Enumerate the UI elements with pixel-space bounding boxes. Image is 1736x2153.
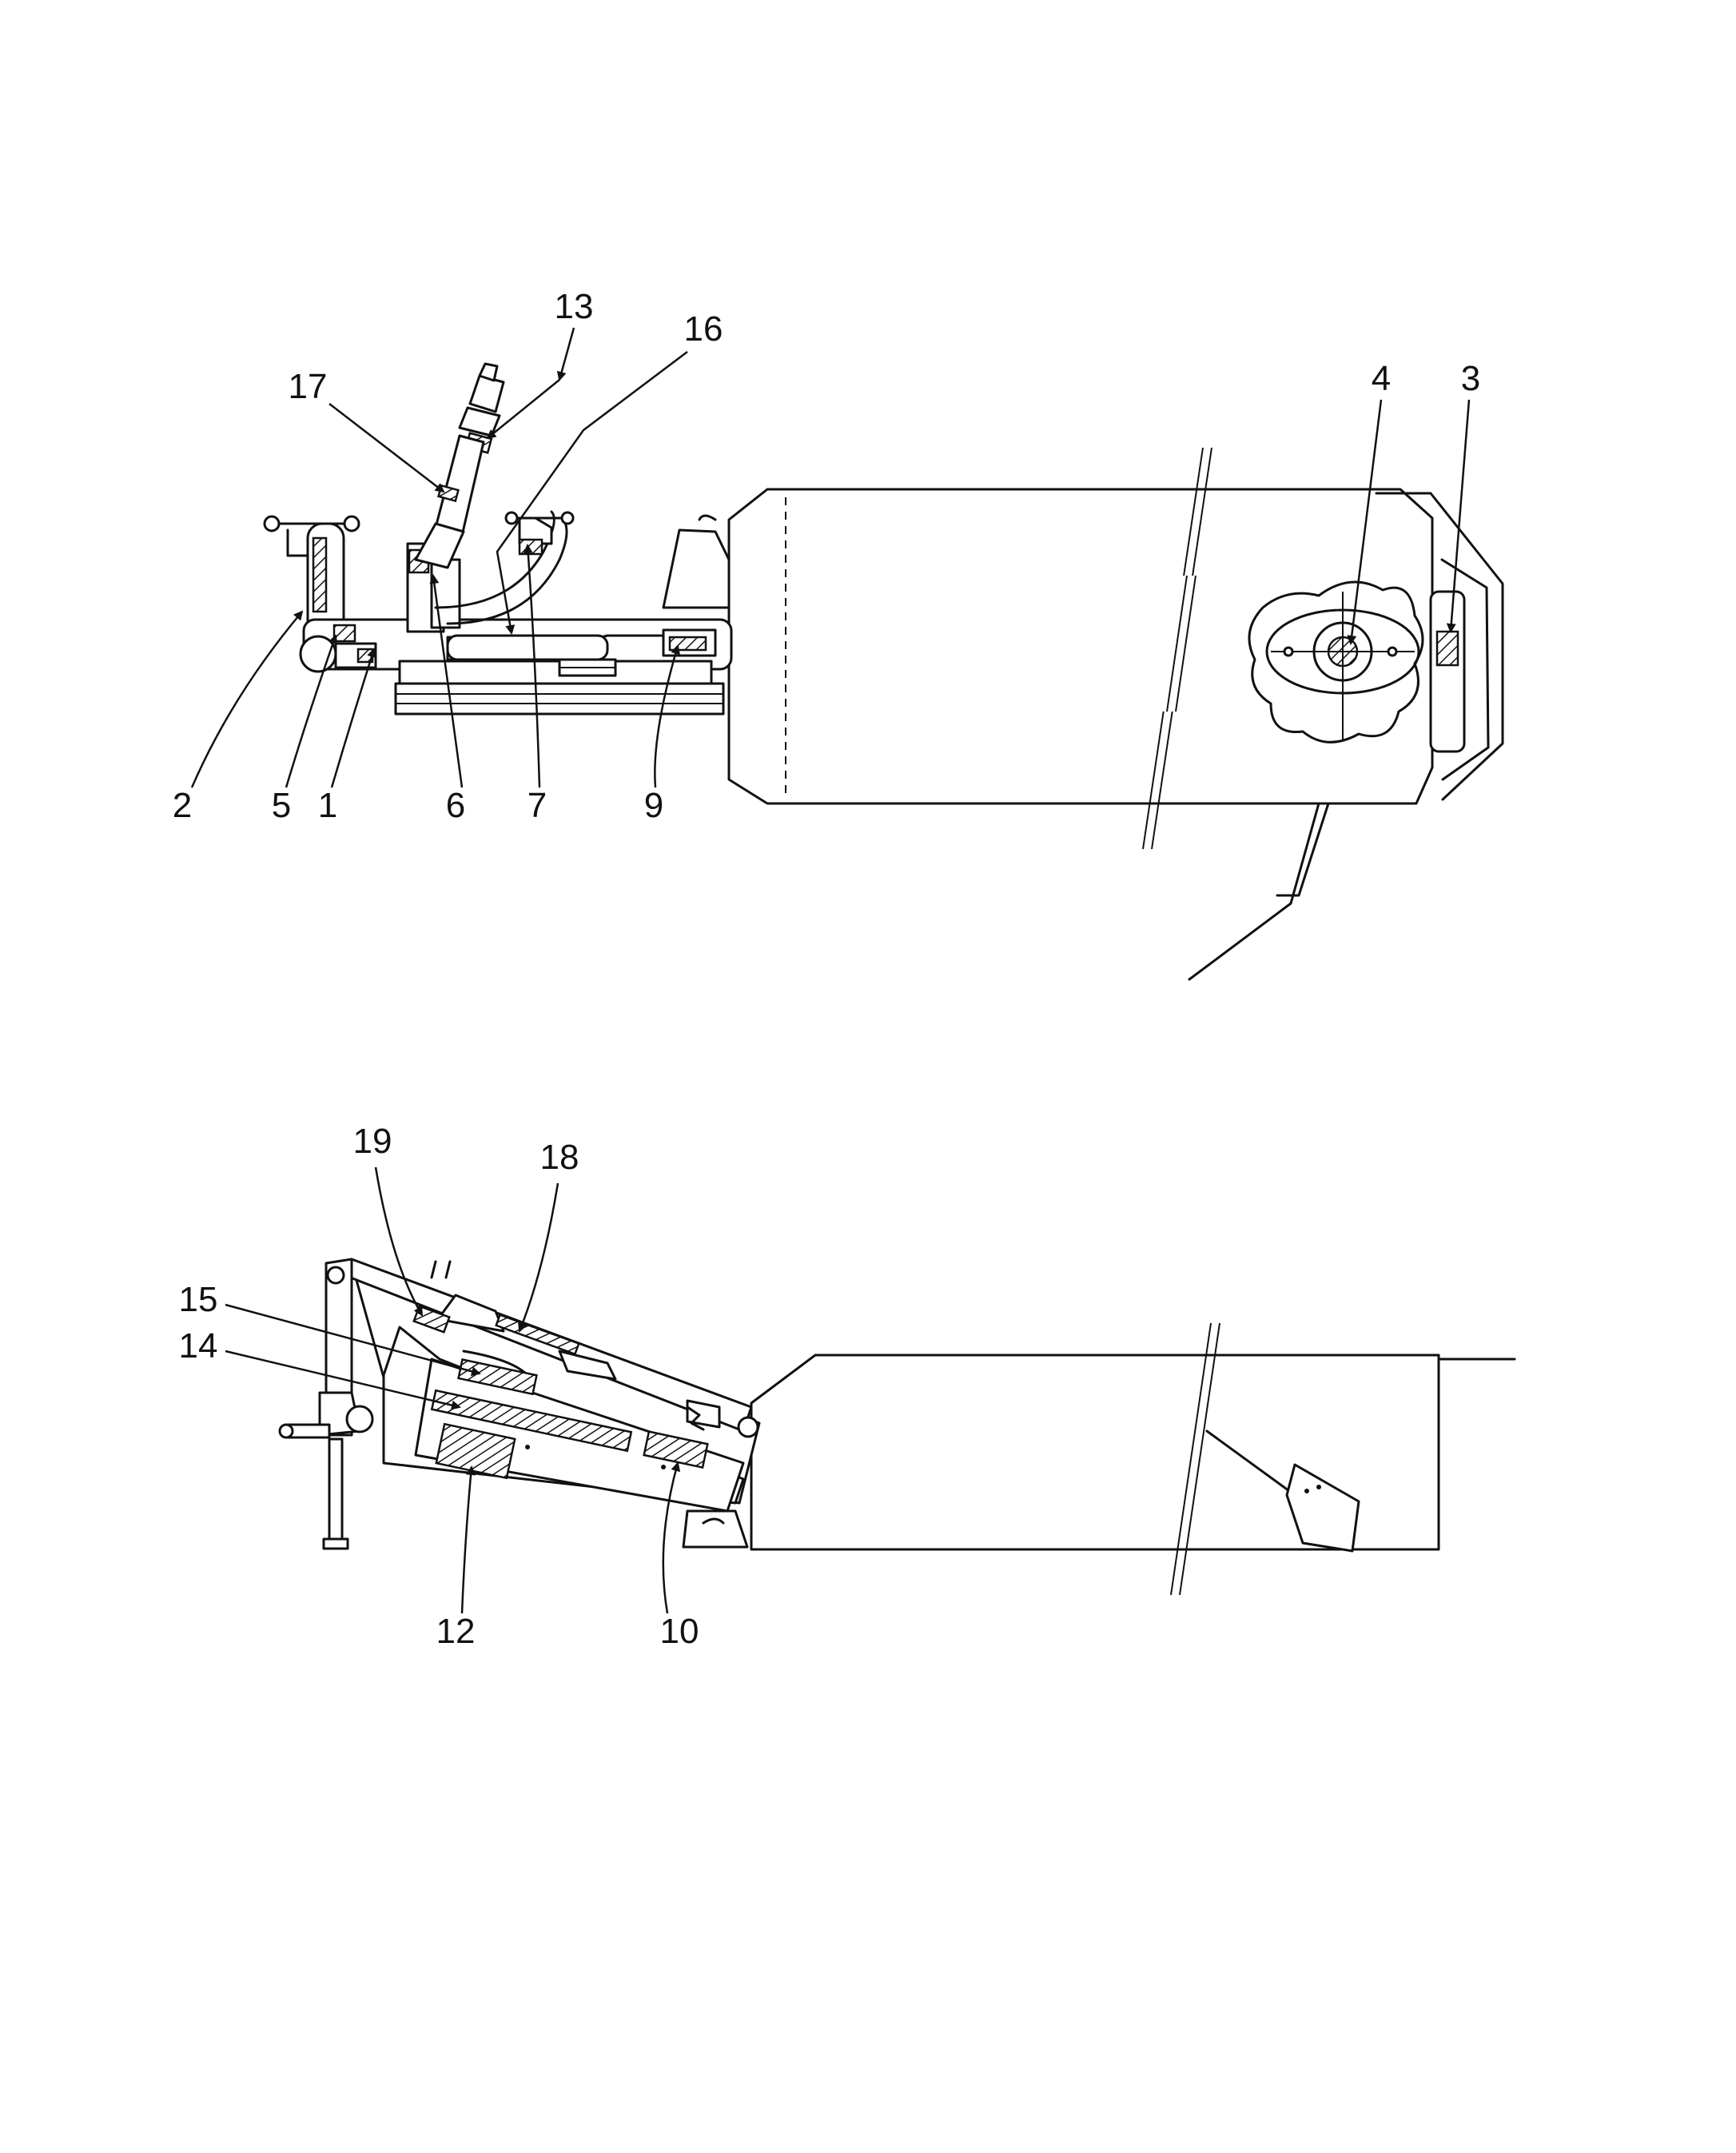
- callout-14: 14: [179, 1326, 218, 1366]
- callout-16: 16: [684, 309, 723, 349]
- callout-6: 6: [446, 786, 465, 825]
- callout-18: 18: [540, 1138, 579, 1177]
- callout-13: 13: [555, 287, 594, 326]
- callout-3: 3: [1461, 359, 1480, 398]
- side-view-machine: [278, 1258, 1516, 1596]
- top-view-callouts: 13 16 17 4 3 2 5 1 6 7 9: [173, 287, 1480, 825]
- callout-2: 2: [173, 786, 192, 825]
- top-view-machine: [263, 362, 1504, 981]
- callout-15: 15: [179, 1280, 218, 1319]
- cutter-housing: [727, 488, 1434, 805]
- cutter-housing-side: [750, 1354, 1440, 1551]
- callout-17: 17: [289, 367, 328, 406]
- callout-5: 5: [272, 786, 291, 825]
- callout-10: 10: [660, 1612, 699, 1651]
- callout-4: 4: [1372, 359, 1391, 398]
- callout-7: 7: [528, 786, 547, 825]
- callout-9: 9: [644, 786, 663, 825]
- callout-19: 19: [353, 1122, 392, 1161]
- side-view-callouts: 19 18 15 14 12 10: [179, 1122, 699, 1651]
- callout-1: 1: [318, 786, 337, 825]
- callout-12: 12: [436, 1612, 476, 1651]
